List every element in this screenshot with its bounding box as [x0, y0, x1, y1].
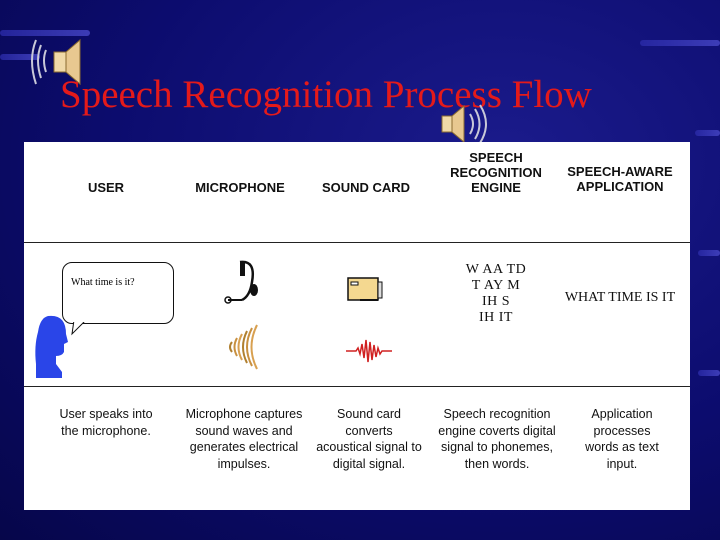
description-user: User speaks into the microphone. [59, 407, 153, 438]
row-separator [24, 386, 690, 387]
header-user: USER [87, 180, 125, 195]
speaker-icon [31, 38, 81, 86]
speech-bubble-tail [71, 320, 87, 336]
headset-microphone-icon [224, 260, 258, 304]
sound-card-icon [347, 277, 383, 301]
background-stripe [698, 250, 720, 256]
phoneme-line: W AA TD [465, 262, 527, 277]
background-stripe [640, 40, 720, 46]
background-stripe [0, 54, 40, 60]
process-flow-panel: USER MICROPHONE SOUND CARD SPEECH RECOGN… [24, 142, 690, 510]
description-sound-card: Sound card converts acoustical signal to… [316, 407, 422, 471]
header-sound-card: SOUND CARD [321, 180, 411, 195]
description-speech-aware-application: Application processes words as text inpu… [585, 407, 659, 471]
speech-bubble: What time is it? [62, 262, 174, 324]
header-microphone: MICROPHONE [195, 180, 285, 195]
description-speech-recognition-engine: Speech recognition engine coverts digita… [438, 407, 556, 471]
header-speech-recognition-engine: SPEECH RECOGNITION ENGINE [450, 150, 542, 195]
digital-signal-icon [346, 339, 392, 363]
recognized-text: WHAT TIME IS IT [564, 290, 676, 305]
background-stripe [698, 370, 720, 376]
user-head-icon [35, 315, 68, 378]
header-speech-aware-application: SPEECH-AWARE APPLICATION [567, 164, 673, 194]
phoneme-line: IH IT [479, 310, 513, 325]
sound-waves-icon [229, 324, 258, 370]
row-separator [24, 242, 690, 243]
page-title: Speech Recognition Process Flow [60, 73, 592, 116]
background-stripe [695, 130, 720, 136]
phoneme-line: T AY M [471, 278, 521, 293]
speaker-icon [441, 104, 487, 144]
background-stripe [0, 30, 90, 36]
phoneme-line: IH S [481, 294, 511, 309]
description-microphone: Microphone captures sound waves and gene… [185, 407, 303, 471]
phoneme-list: W AA TD T AY M IH S IH IT [440, 262, 552, 326]
